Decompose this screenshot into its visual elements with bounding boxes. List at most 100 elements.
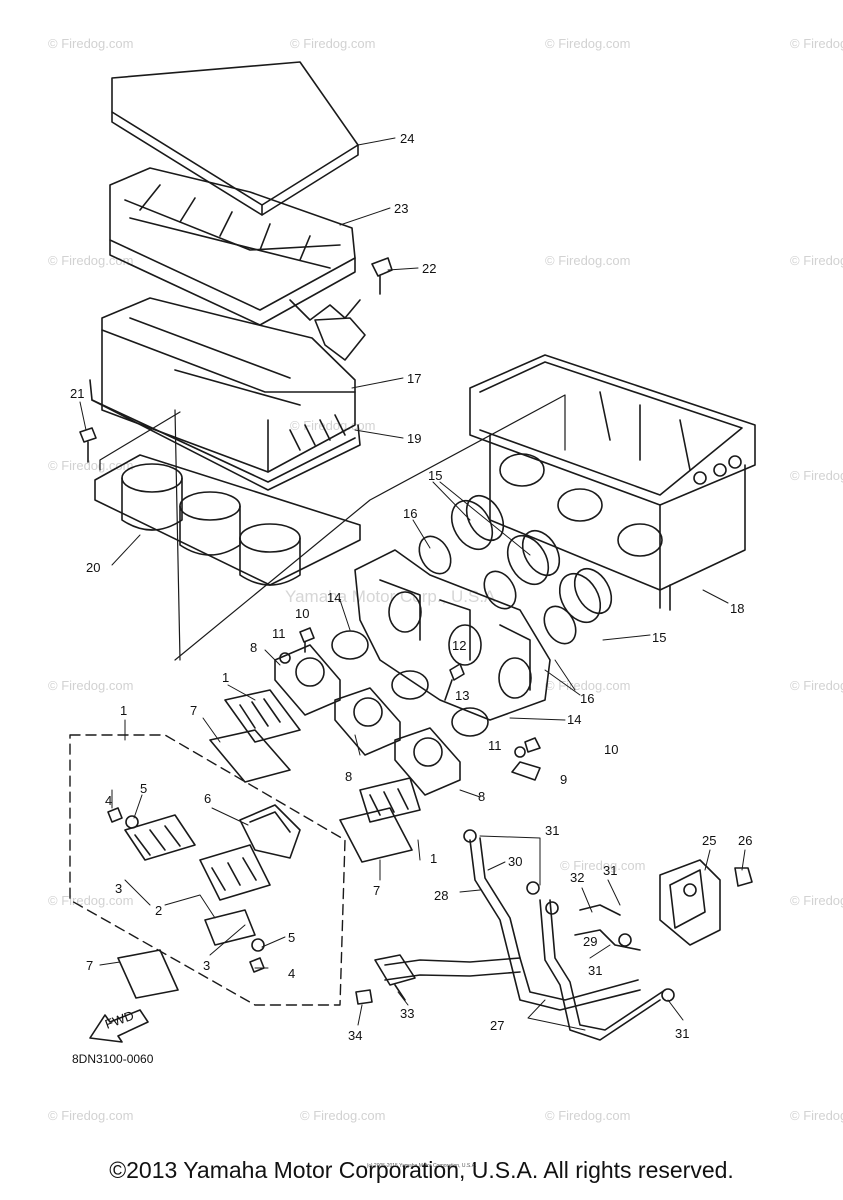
- watermark: © Firedog.com: [300, 1108, 385, 1123]
- part-label: 3: [203, 958, 210, 973]
- part-label: 27: [490, 1018, 504, 1033]
- part-label: 23: [394, 201, 408, 216]
- air-filter-case-17: [101, 297, 366, 473]
- part-labels: 24 23 22 17 19 21 20 15 16 15 18 16 14 1…: [70, 131, 752, 1043]
- gasket-7: [117, 729, 413, 999]
- reed-plate-6: [239, 804, 301, 859]
- fwd-arrow-icon: FWD: [89, 1008, 149, 1043]
- washer-11: [279, 652, 526, 758]
- watermark: © Firedog.com: [560, 858, 645, 873]
- part-label: 24: [400, 131, 414, 146]
- clamp-14: [331, 630, 489, 737]
- part-label: 16: [580, 691, 594, 706]
- small-copyright: (c) 2005-2015 Yamaha Motor Corporation, …: [366, 1163, 477, 1169]
- part-label: 4: [288, 966, 295, 981]
- part-label: 8: [478, 789, 485, 804]
- watermark: © Firedog.com: [290, 36, 375, 51]
- copyright-footer: ©2013 Yamaha Motor Corporation, U.S.A. A…: [109, 1157, 734, 1183]
- part-label: 10: [604, 742, 618, 757]
- part-label: 32: [570, 870, 584, 885]
- watermark: © Firedog.com: [790, 678, 843, 693]
- part-label: 1: [430, 851, 437, 866]
- part-label: 7: [373, 883, 380, 898]
- watermark: © Firedog.com: [48, 458, 133, 473]
- part-label: 14: [327, 590, 341, 605]
- watermark: © Firedog.com: [290, 418, 375, 433]
- watermark: © Firedog.com: [790, 36, 843, 51]
- fuel-pump-25: [659, 859, 721, 946]
- fuel-filter-33: [374, 954, 416, 1001]
- part-label: 7: [86, 958, 93, 973]
- nut-26: [734, 867, 753, 887]
- part-label: 19: [407, 431, 421, 446]
- watermark: © Firedog.com: [790, 893, 843, 908]
- clip-31: [463, 829, 675, 1002]
- part-label: 11: [272, 626, 286, 641]
- part-label: 13: [455, 688, 469, 703]
- reed-valve-1: [224, 689, 421, 823]
- clip-34: [355, 989, 373, 1005]
- part-label: 22: [422, 261, 436, 276]
- part-label: 1: [120, 703, 127, 718]
- part-label: 18: [730, 601, 744, 616]
- part-label: 21: [70, 386, 84, 401]
- clamp-16: [418, 535, 577, 645]
- part-label: 11: [488, 738, 502, 753]
- part-label: 31: [603, 863, 617, 878]
- part-label: 6: [204, 791, 211, 806]
- watermark: © Firedog.com: [790, 253, 843, 268]
- screw-21: [79, 427, 97, 463]
- part-label: 1: [222, 670, 229, 685]
- part-label: 26: [738, 833, 752, 848]
- part-label: 4: [105, 793, 112, 808]
- part-label: 14: [567, 712, 581, 727]
- part-label: 17: [407, 371, 421, 386]
- air-filter-cover-24: [111, 61, 359, 216]
- part-label: 20: [86, 560, 100, 575]
- part-label: 30: [508, 854, 522, 869]
- part-label: 8: [345, 769, 352, 784]
- part-label: 2: [155, 903, 162, 918]
- part-label: 7: [190, 703, 197, 718]
- watermark: © Firedog.com: [48, 1108, 133, 1123]
- part-label: 3: [115, 881, 122, 896]
- part-label: 15: [652, 630, 666, 645]
- watermark: © Firedog.com: [790, 1108, 843, 1123]
- center-watermark: Yamaha Motor Corp., U.S.A.: [285, 587, 500, 606]
- reed-valve-holder-8: [274, 644, 461, 796]
- leader-line: [174, 409, 181, 661]
- airbox-housing-18: [469, 354, 756, 611]
- part-label: 29: [583, 934, 597, 949]
- seal-19: [89, 379, 361, 491]
- part-label: 31: [675, 1026, 689, 1041]
- watermark-layer: © Firedog.com © Firedog.com © Firedog.co…: [48, 36, 843, 1123]
- part-label: 34: [348, 1028, 362, 1043]
- part-label: 25: [702, 833, 716, 848]
- part-label: 15: [428, 468, 442, 483]
- watermark: © Firedog.com: [545, 36, 630, 51]
- part-label: 5: [140, 781, 147, 796]
- part-label: 16: [403, 506, 417, 521]
- part-label: 33: [400, 1006, 414, 1021]
- part-label: 9: [560, 772, 567, 787]
- part-code: 8DN3100-0060: [72, 1052, 154, 1066]
- screw-10: [299, 627, 541, 753]
- watermark: © Firedog.com: [545, 1108, 630, 1123]
- part-label: 12: [452, 638, 466, 653]
- screw-22: [371, 257, 393, 295]
- leader-lines: [79, 137, 746, 1031]
- hoses: [384, 837, 666, 1041]
- part-label: 5: [288, 930, 295, 945]
- screw-12: [444, 663, 465, 701]
- part-label: 10: [295, 606, 309, 621]
- carburetor-assembly: [354, 549, 551, 721]
- washer-5: [125, 815, 265, 952]
- part-label: 31: [588, 963, 602, 978]
- clip-9: [511, 761, 541, 781]
- intake-joint-15: [450, 494, 613, 624]
- watermark: © Firedog.com: [790, 468, 843, 483]
- fwd-label: FWD: [103, 1008, 136, 1032]
- reed-petal-3: [124, 814, 271, 946]
- air-filter-element-23: [109, 167, 361, 326]
